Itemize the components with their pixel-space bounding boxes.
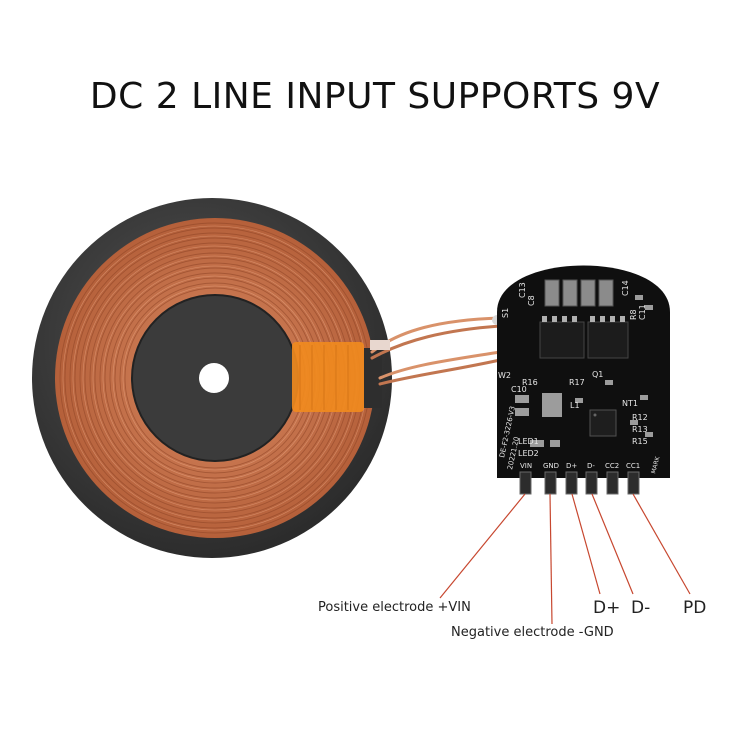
center-hole	[199, 363, 229, 393]
pcb-label-r16: R16	[522, 378, 538, 387]
callout-lines	[439, 493, 691, 625]
pcb-label-c8: C8	[527, 295, 536, 306]
callout-line-dminus	[591, 493, 634, 595]
pcb-label-c13: C13	[518, 282, 527, 298]
pcb-label-c10: C10	[511, 385, 527, 394]
pcb-label-led2: LED2	[518, 449, 539, 458]
pcb-pin-dminus: D-	[587, 462, 595, 470]
pcb-board: C13 C8 C14 R8 C11 S1 W2 Q1 R16 R17 C10 L…	[497, 265, 670, 495]
pcb-label-l1: L1	[570, 401, 580, 410]
callout-label-pd: PD	[683, 598, 707, 618]
pcb-label-r12: R12	[632, 413, 648, 422]
pcb-label-r15: R15	[632, 437, 648, 446]
pcb-label-w2: W2	[498, 371, 511, 380]
pcb-pin-gnd: GND	[543, 462, 559, 470]
pcb-pin-cc1: CC1	[626, 462, 640, 470]
pcb-label-r8: R8	[629, 309, 638, 320]
pcb-pin-dplus: D+	[566, 462, 577, 470]
headline: DC 2 LINE INPUT SUPPORTS 9V	[89, 76, 661, 117]
pcb-label-nt1: NT1	[622, 399, 638, 408]
kapton-tape	[292, 342, 382, 412]
coil-leads	[370, 315, 510, 386]
callout-line-pd	[632, 493, 691, 595]
callout-label-vin: Positive electrode +VIN	[318, 600, 471, 615]
pcb-label-mark: MARK	[650, 455, 662, 475]
callout-label-dplus: D+	[593, 598, 621, 618]
callout-label-dminus: D-	[631, 598, 651, 618]
pcb-pin-vin: VIN	[520, 462, 532, 470]
pcb-label-r13: R13	[632, 425, 648, 434]
callout-line-dplus	[571, 493, 601, 595]
pcb-label-led1: LED1	[518, 437, 539, 446]
pcb-label-c14: C14	[621, 280, 630, 296]
pcb-pin-cc2: CC2	[605, 462, 619, 470]
pcb-label-r17: R17	[569, 378, 585, 387]
callout-label-gnd: Negative electrode -GND	[451, 625, 614, 640]
callout-line-gnd	[549, 493, 553, 625]
pcb-label-c11: C11	[638, 304, 647, 320]
coil-core	[131, 294, 299, 462]
pcb-label-s1: S1	[501, 308, 510, 318]
pcb-label-q1: Q1	[592, 370, 603, 379]
callout-line-vin	[439, 493, 526, 599]
